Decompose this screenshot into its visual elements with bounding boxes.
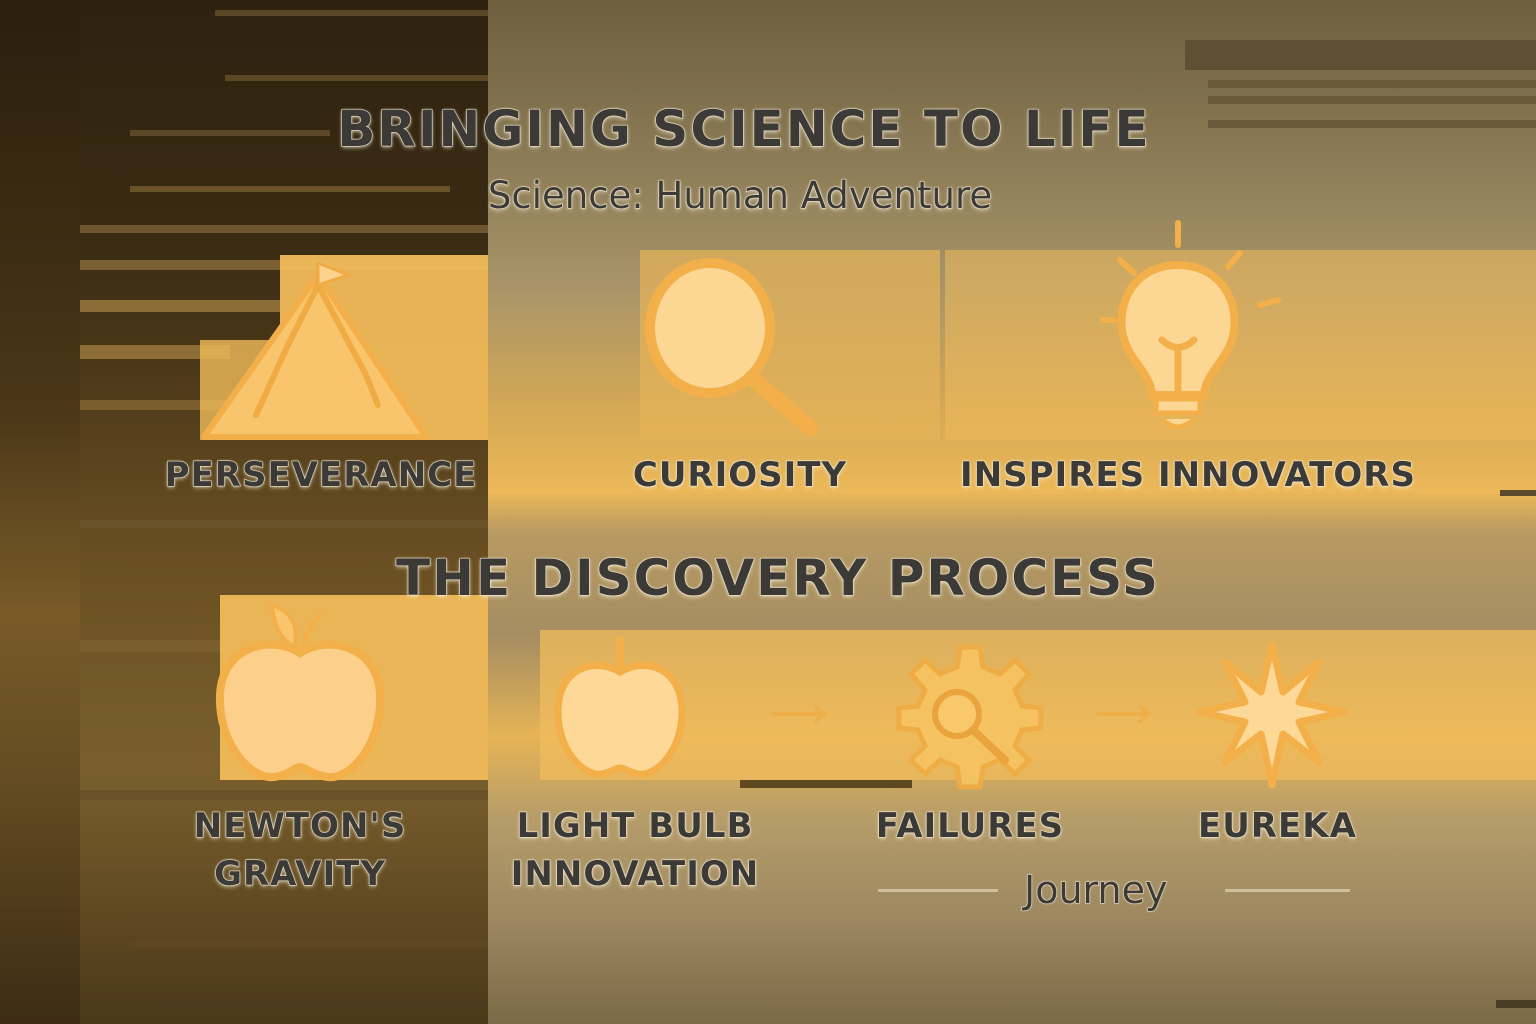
arrow-right-icon [770,702,830,730]
glitch-stripe [80,790,488,800]
glitch-stripe [1208,120,1536,128]
glitch-stripe [225,75,488,81]
glitch-stripe [80,345,230,359]
glitch-stripe [80,400,230,410]
value-label-curiosity: CURIOSITY [632,455,848,496]
glitch-stripe [215,10,488,16]
background-right-panel [488,0,1536,1024]
glitch-stripe [80,860,488,868]
journey-line-right [1225,889,1350,892]
journey-line-left [878,889,998,892]
arrow-right-icon [1095,702,1155,730]
step-label-line: GRAVITY [214,854,386,895]
glitch-stripe [1208,80,1536,88]
glitch-stripe [80,300,280,312]
gear-magnifier-icon [895,642,1045,792]
mountain-flag-icon [198,255,433,445]
glitch-stripe [130,940,488,948]
icon-band [540,630,1536,780]
main-title: BRINGING SCIENCE TO LIFE [337,100,1151,159]
glitch-stripe [130,186,450,192]
glitch-stripe [1185,40,1536,70]
subtitle: Science: Human Adventure [487,174,993,218]
step-label-line: LIGHT BULB [516,806,754,847]
glitch-stripe [130,130,330,136]
glitch-stripe [1496,1000,1536,1008]
glitch-stripe [80,520,488,528]
step-label-failures: FAILURES [875,806,1065,847]
discovery-process-title: THE DISCOVERY PROCESS [396,549,1160,608]
step-label-newtons-gravity: NEWTON'S GRAVITY [170,802,430,898]
journey-label: Journey [1023,868,1168,913]
step-label-light-bulb-innovation: LIGHT BULB INNOVATION [495,802,775,898]
apple-icon [550,632,690,782]
glitch-stripe [740,780,912,788]
glitch-stripe [1208,96,1536,104]
step-label-eureka: EUREKA [1198,806,1357,847]
glitch-stripe [80,640,220,652]
value-label-perseverance: PERSEVERANCE [164,455,478,496]
icon-band [945,250,1536,440]
glitch-stripe [1500,490,1536,496]
light-bulb-icon [1097,215,1290,445]
glitch-stripe [80,225,488,233]
magnifying-glass-icon [640,250,830,440]
value-label-inspires-innovators: INSPIRES INNOVATORS [960,455,1416,496]
glitch-stripe [150,1000,488,1006]
background-left-edge [0,0,80,1024]
step-label-line: INNOVATION [510,854,760,895]
apple-icon [212,595,387,785]
background-left-panel [0,0,488,1024]
step-label-line: NEWTON'S [193,806,407,847]
starburst-icon [1195,640,1350,790]
